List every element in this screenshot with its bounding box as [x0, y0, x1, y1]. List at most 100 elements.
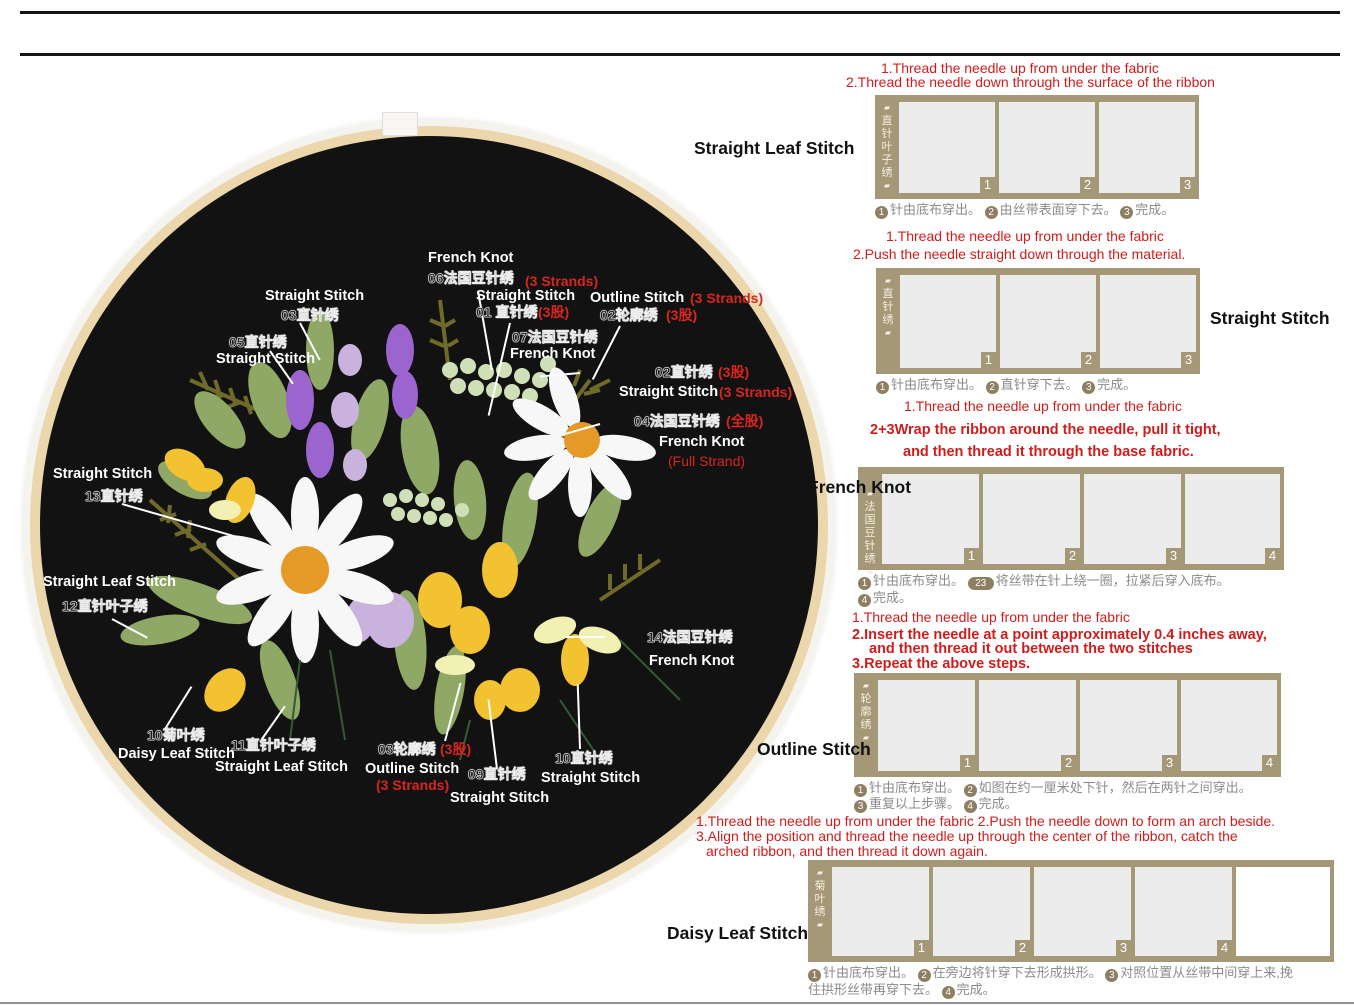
label-cn-note-03b: (3股): [440, 741, 472, 757]
label-cn-02b: 02直针绣: [655, 364, 713, 380]
step-photo-panel: ▰轮廓绣▰ 1 2 3 4: [854, 673, 1281, 777]
label-note-04: (Full Strand): [668, 453, 746, 469]
label-cn-07: 07法国豆针绣: [512, 329, 598, 345]
instruction-line: 2+3Wrap the ribbon around the needle, pu…: [870, 422, 1221, 438]
label-cn-note-04: (全股): [726, 413, 764, 429]
light-purple-buds: [331, 344, 414, 648]
label-note-02b: (3 Strands): [719, 384, 793, 400]
step-number: 1: [980, 177, 995, 193]
step-photo-panel: ▰法国豆针绣▰ 1 2 3 4: [858, 467, 1284, 576]
label-straight-01: Straight Stitch: [476, 288, 576, 304]
panel-side-label: ▰直针绣▰: [882, 276, 894, 337]
instruction-line: 1.Thread the needle up from under the fa…: [886, 228, 1164, 244]
step-number: 4: [1217, 940, 1232, 956]
label-straight-02b: Straight Stitch: [619, 384, 719, 400]
label-straight-13: Straight Stitch: [53, 466, 153, 482]
step-number: 2: [1081, 352, 1096, 368]
label-cn-09: 09直针绣: [468, 766, 526, 782]
stitch-title: Straight Stitch: [1210, 308, 1330, 328]
step-number: 3: [1180, 177, 1195, 193]
instruction-line: 2.Insert the needle at a point approxima…: [852, 627, 1267, 643]
step-photo: 3: [1099, 102, 1195, 193]
label-cn-03b: 03轮廓绣: [378, 741, 436, 757]
label-cn-note-02: (3股): [666, 307, 698, 323]
instruction-line: 1.Thread the needle up from under the fa…: [881, 60, 1159, 76]
label-cn-13: 13直针绣: [85, 488, 143, 504]
step-photo: 2: [979, 680, 1076, 771]
stitch-title: Outline Stitch: [757, 739, 871, 759]
step-photo: 4: [1181, 680, 1277, 771]
ribbon-embroidery-artwork: [120, 299, 681, 761]
step-number: 2: [1080, 177, 1095, 193]
step-number: 3: [1162, 755, 1177, 771]
step-photo-panel: ▰直针叶子绣▰ 1 2 3: [875, 95, 1199, 199]
instruction-line: 2.Thread the needle down through the sur…: [846, 74, 1215, 90]
instruction-line: and then thread it through the base fabr…: [903, 444, 1194, 460]
label-note-02: (3 Strands): [690, 290, 764, 306]
label-cn-04: 04法国豆针绣: [634, 413, 720, 429]
step-number: 3: [1166, 548, 1181, 564]
label-cn-02: 02轮廓绣: [600, 307, 658, 323]
label-daisy-leaf-10: Daisy Leaf Stitch: [118, 746, 235, 762]
top-divider: [20, 11, 1340, 14]
panel-side-label: ▰轮廓绣▰: [860, 681, 872, 742]
step-photo: 3: [1080, 680, 1177, 771]
label-note-06: (3 Strands): [525, 273, 599, 289]
instruction-line: 1.Thread the needle up from under the fa…: [852, 609, 1130, 625]
bottom-divider: [0, 1002, 1354, 1004]
step-photo-panel: ▰直针绣▰ 1 2 3: [876, 268, 1200, 374]
label-french-knot-04: French Knot: [659, 434, 745, 450]
instruction-line: 3.Align the position and thread the need…: [696, 828, 1238, 844]
step-photo: 2: [999, 102, 1095, 193]
step-number: 2: [1061, 755, 1076, 771]
label-straight-09: Straight Stitch: [450, 790, 550, 806]
label-french-knot-14: French Knot: [649, 653, 735, 669]
instruction-line: 1.Thread the needle up from under the fa…: [696, 813, 1276, 829]
instruction-line: 2.Push the needle straight down through …: [853, 246, 1186, 262]
step-number: 3: [1116, 940, 1131, 956]
label-cn-14: 14法国豆针绣: [647, 629, 733, 645]
step-number: 1: [964, 548, 979, 564]
label-cn-11: 11直针叶子绣: [231, 737, 316, 753]
label-straight-05: Straight Stitch: [216, 351, 316, 367]
stitch-title: French Knot: [808, 477, 912, 497]
instruction-line: 1.Thread the needle up from under the fa…: [904, 398, 1182, 414]
step-number: 1: [960, 755, 975, 771]
step-number: 1: [914, 940, 929, 956]
label-cn-06: 06法国豆针绣: [428, 270, 514, 286]
step-photo: 2: [933, 867, 1030, 956]
instruction-line: and then thread it out between the two s…: [869, 641, 1193, 657]
label-straight-leaf-11: Straight Leaf Stitch: [215, 759, 348, 775]
step-photo-panel: ▰菊叶绣▰ 1 2 3 4: [808, 860, 1334, 962]
blank-photo: [1236, 867, 1330, 956]
lavender-stitches: [286, 324, 418, 478]
step-photo: 3: [1084, 474, 1181, 564]
hoop-clamp: [382, 112, 418, 136]
header-divider: [20, 53, 1340, 56]
stitch-title: Straight Leaf Stitch: [694, 138, 855, 158]
step-photo: 4: [1185, 474, 1280, 564]
step-photo: 1: [899, 102, 995, 193]
label-french-knot-07: French Knot: [510, 346, 596, 362]
instruction-line: 3.Repeat the above steps.: [852, 656, 1031, 672]
step-photo: 1: [882, 474, 979, 564]
label-straight-03: Straight Stitch: [265, 288, 365, 304]
panel-side-label: ▰菊叶绣▰: [814, 868, 826, 929]
step-photo: 1: [900, 275, 996, 368]
step-number: 4: [1265, 548, 1280, 564]
yellow-flowers: [164, 448, 589, 720]
label-outline-02: Outline Stitch: [590, 290, 685, 306]
step-photo: 1: [832, 867, 929, 956]
step-number: 4: [1262, 755, 1277, 771]
instruction-line: arched ribbon, and then thread it down a…: [706, 843, 988, 859]
label-note-01: (3股): [538, 304, 570, 320]
label-cn-10: 10直针绣: [555, 750, 613, 766]
step-photo: 3: [1034, 867, 1131, 956]
label-straight-10: Straight Stitch: [541, 770, 641, 786]
label-note-03b: (3 Strands): [376, 777, 450, 793]
